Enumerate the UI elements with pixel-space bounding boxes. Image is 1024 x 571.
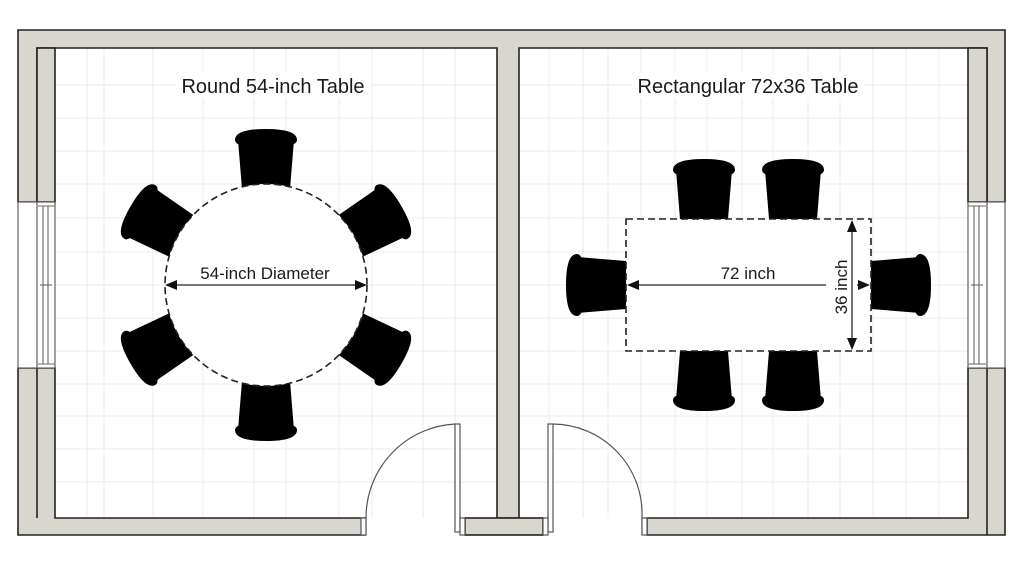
arrow-right-icon bbox=[858, 280, 870, 290]
chair-icon bbox=[762, 351, 824, 411]
chair-icon bbox=[566, 254, 626, 316]
arrow-left-icon bbox=[165, 280, 177, 290]
left-room-title: Round 54-inch Table bbox=[181, 76, 364, 98]
chair-icon bbox=[871, 254, 931, 316]
arrow-left-icon bbox=[627, 280, 639, 290]
width-label: 36 inch bbox=[832, 260, 851, 315]
chair-icon bbox=[673, 351, 735, 411]
chair-icon bbox=[235, 381, 297, 441]
round-table-group bbox=[114, 129, 418, 441]
arrow-up-icon bbox=[847, 220, 857, 232]
length-label: 72 inch bbox=[721, 264, 776, 283]
chair-icon bbox=[673, 159, 735, 219]
chair-icon bbox=[235, 129, 297, 189]
right-room-title: Rectangular 72x36 Table bbox=[638, 76, 859, 98]
arrow-right-icon bbox=[355, 280, 367, 290]
center-wall-base bbox=[464, 517, 544, 536]
left-window bbox=[17, 201, 56, 369]
chair-icon bbox=[762, 159, 824, 219]
arrow-down-icon bbox=[847, 338, 857, 350]
left-wall-upper-inner bbox=[36, 47, 56, 203]
right-wall-upper-inner bbox=[967, 47, 988, 203]
right-door[interactable] bbox=[542, 423, 648, 536]
diameter-label: 54-inch Diameter bbox=[200, 264, 330, 283]
right-window bbox=[967, 201, 1006, 369]
left-door[interactable] bbox=[360, 423, 466, 536]
